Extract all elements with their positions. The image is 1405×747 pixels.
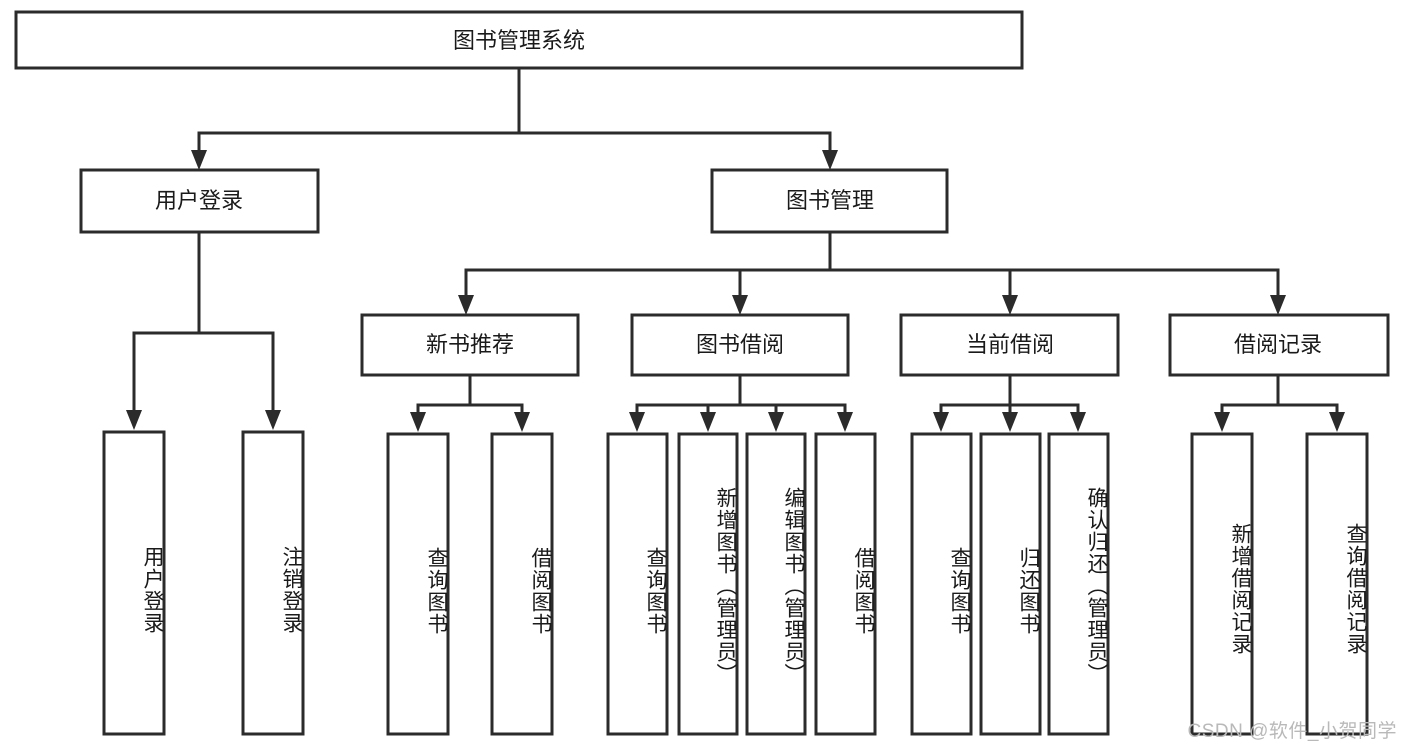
node-borrow-record[interactable]: 借阅记录 (1168, 313, 1390, 377)
connector-layer (126, 66, 1345, 432)
arrow-head-recommend-leaf-0 (410, 412, 426, 432)
node-root[interactable]: 图书管理系统 (14, 10, 1024, 70)
arrow-head-l3-2 (1002, 295, 1018, 315)
node-new-book-recommend-label: 新书推荐 (426, 332, 514, 357)
arrow-head-borrow-leaf-3 (837, 412, 853, 432)
leaf-box-record-1[interactable] (1305, 432, 1369, 736)
leaf-box-borrow-1[interactable] (677, 432, 739, 736)
arrow-head-user-login-leaf-1 (265, 410, 281, 430)
leaf-box-user-login-1[interactable] (241, 430, 305, 736)
arrow-head-recommend-leaf-1 (514, 412, 530, 432)
node-book-borrow-label: 图书借阅 (696, 332, 784, 357)
leaf-box-current-2[interactable] (1047, 432, 1110, 736)
node-new-book-recommend[interactable]: 新书推荐 (360, 313, 580, 377)
csdn-watermark: CSDN @软件_小贺同学 (1187, 721, 1397, 742)
arrow-head-user-login-leaf-0 (126, 410, 142, 430)
node-user-login[interactable]: 用户登录 (79, 168, 320, 234)
leaf-box-borrow-3[interactable] (814, 432, 877, 736)
arrow-head-l3-3 (1270, 295, 1286, 315)
node-root-label: 图书管理系统 (453, 28, 585, 53)
node-current-borrow[interactable]: 当前借阅 (899, 313, 1120, 377)
node-book-management-box[interactable] (710, 168, 949, 234)
node-borrow-record-box[interactable] (1168, 313, 1390, 377)
arrow-head-record-leaf-0 (1214, 412, 1230, 432)
leaf-box-recommend-0[interactable] (386, 432, 450, 736)
arrow-head-borrow-leaf-2 (768, 412, 784, 432)
arrow-head-current-leaf-0 (933, 412, 949, 432)
leaf-box-borrow-2[interactable] (745, 432, 807, 736)
arrow-head-borrow-leaf-0 (629, 412, 645, 432)
node-current-borrow-box[interactable] (899, 313, 1120, 377)
leaf-box-record-0[interactable] (1190, 432, 1254, 736)
node-book-management-label: 图书管理 (786, 188, 874, 213)
leaf-box-current-1[interactable] (979, 432, 1042, 736)
arrow-head-l3-1 (732, 295, 748, 315)
node-book-borrow-box[interactable] (630, 313, 850, 377)
arrow-head-current-leaf-2 (1070, 412, 1086, 432)
node-new-book-recommend-box[interactable] (360, 313, 580, 377)
arrow-head-record-leaf-1 (1329, 412, 1345, 432)
node-current-borrow-label: 当前借阅 (966, 332, 1054, 357)
arrow-head-current-leaf-1 (1002, 412, 1018, 432)
arrow-head-user-login (191, 150, 207, 170)
leaf-box-recommend-1[interactable] (490, 432, 554, 736)
arrow-head-l3-0 (458, 295, 474, 315)
node-root-box[interactable] (14, 10, 1024, 70)
node-user-login-label: 用户登录 (155, 188, 243, 213)
node-book-borrow[interactable]: 图书借阅 (630, 313, 850, 377)
arrow-head-borrow-leaf-1 (700, 412, 716, 432)
leaf-box-current-0[interactable] (910, 432, 973, 736)
node-user-login-box[interactable] (79, 168, 320, 234)
leaf-box-borrow-0[interactable] (606, 432, 669, 736)
arrow-head-book-mgmt (822, 150, 838, 170)
node-book-management[interactable]: 图书管理 (710, 168, 949, 234)
leaf-box-user-login-0[interactable] (102, 430, 166, 736)
node-borrow-record-label: 借阅记录 (1234, 332, 1322, 357)
